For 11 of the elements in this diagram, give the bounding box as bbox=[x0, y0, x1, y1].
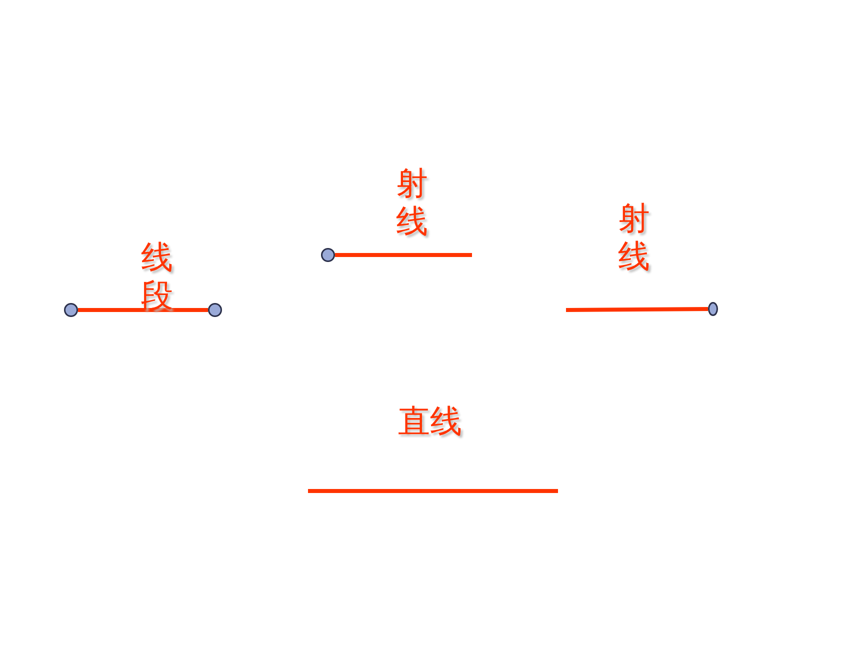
endpoint-dot bbox=[208, 303, 222, 317]
ray-line bbox=[566, 307, 708, 312]
ray-line bbox=[335, 253, 472, 257]
endpoint-dot bbox=[64, 303, 78, 317]
term-label: 直线 bbox=[397, 402, 463, 440]
segment-line bbox=[78, 308, 208, 312]
endpoint-dot bbox=[708, 302, 718, 316]
endpoint-dot bbox=[321, 248, 335, 262]
term-label: 射线 bbox=[395, 164, 429, 240]
term-label: 线段 bbox=[140, 238, 174, 314]
term-label: 射线 bbox=[617, 199, 651, 275]
